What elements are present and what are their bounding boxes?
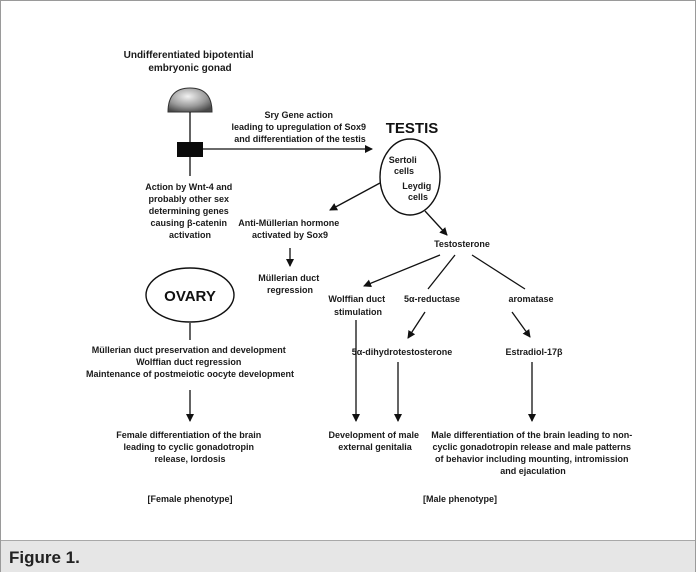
aromatase-to-estradiol-arrow <box>511 311 531 338</box>
amh-label: Anti-Müllerian hormone activated by Sox9 <box>238 218 342 240</box>
testis-to-testosterone-arrow <box>424 210 448 236</box>
male-brain-label: Male differentiation of the brain leadin… <box>431 430 635 476</box>
ovary-ellipse <box>145 267 235 323</box>
ovary-title: OVARY <box>164 288 216 305</box>
female-phenotype-label: [Female phenotype] <box>147 494 232 504</box>
figure-caption: Figure 1. <box>9 548 80 567</box>
wnt-label: Action by Wnt-4 and probably other sex d… <box>145 182 235 240</box>
testis-to-amh-arrow <box>329 182 381 211</box>
testosterone-to-reductase-line <box>427 254 456 290</box>
testosterone-to-wolffian-arrow <box>363 254 441 288</box>
flow-diagram: Undifferentiated bipotential embryonic g… <box>86 50 635 504</box>
testis-ellipse <box>379 138 441 216</box>
testis-title: TESTIS <box>386 120 439 137</box>
sry-label: Sry Gene action leading to upregulation … <box>231 110 368 144</box>
aromatase-label: aromatase <box>508 294 553 304</box>
sertoli-label: Sertoli cells <box>389 155 420 176</box>
leydig-label: Leydig cells <box>402 181 434 202</box>
gonad-title: Undifferentiated bipotential embryonic g… <box>124 50 257 74</box>
caption-bar: Figure 1. <box>1 540 695 572</box>
testosterone-label: Testosterone <box>434 239 490 249</box>
female-brain-label: Female differentiation of the brain lead… <box>116 430 264 464</box>
dht-label: 5α-dihydrotestosterone <box>352 347 453 357</box>
testosterone-to-aromatase-line <box>471 254 526 290</box>
gonad-shape <box>167 87 213 113</box>
male-phenotype-label: [Male phenotype] <box>423 494 497 504</box>
wolffian-stimulation-label: Wolffian duct stimulation <box>328 294 387 317</box>
mullerian-regression-label: Müllerian duct regression <box>258 273 322 295</box>
switch-box <box>177 142 203 157</box>
mullerian-preservation-label: Müllerian duct preservation and developm… <box>86 345 294 379</box>
reductase-to-dht-arrow <box>407 311 426 339</box>
estradiol-label: Estradiol-17β <box>505 347 563 357</box>
reductase-label: 5α-reductase <box>404 294 460 304</box>
male-genitalia-label: Development of male external genitalia <box>328 430 421 452</box>
